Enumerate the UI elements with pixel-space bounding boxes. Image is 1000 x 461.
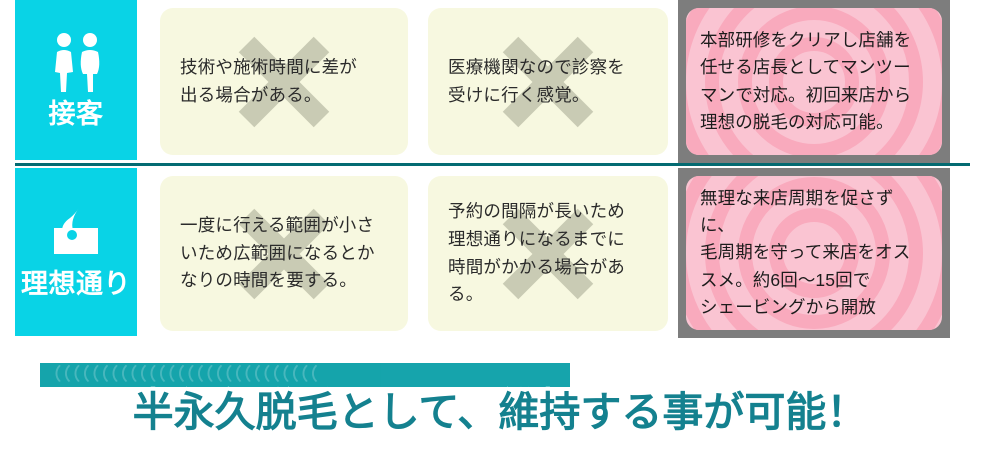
negative-cell: 技術や施術時間に差が 出る場合がある。	[160, 8, 408, 155]
headline: 半永久脱毛として、維持する事が可能！	[130, 387, 870, 437]
positive-cell: 本部研修をクリアし店舗を 任せる店長としてマンツー マンで対応。初回来店から 理…	[686, 8, 942, 155]
ribbon-text: （（（（（（（（（（（（（（（（（（（（（（（（（（（（	[44, 365, 319, 384]
category-cell-customer-service: 接客	[15, 0, 137, 160]
hair-follicle-icon	[46, 206, 106, 264]
ribbon-bar: （（（（（（（（（（（（（（（（（（（（（（（（（（（（	[40, 363, 570, 387]
table-row: 接客 技術や施術時間に差が 出る場合がある。 医療機関なので診察を 受けに行く感…	[0, 0, 1000, 163]
negative-text: 予約の間隔が長いため 理想通りになるまでに 時間がかかる場合がある。	[448, 201, 625, 305]
negative-text: 一度に行える範囲が小さ いため広範囲になるとか なりの時間を要する。	[180, 215, 375, 291]
positive-text: 無理な来店周期を促さずに、 毛周期を守って来店をオス スメ。約6回〜15回で シ…	[700, 187, 911, 317]
category-cell-ideal-result: 理想通り	[15, 168, 137, 336]
negative-cell: 一度に行える範囲が小さ いため広範囲になるとか なりの時間を要する。	[160, 176, 408, 331]
positive-text: 本部研修をクリアし店舗を 任せる店長としてマンツー マンで対応。初回来店から 理…	[700, 29, 912, 132]
row-divider	[15, 163, 970, 166]
category-label: 接客	[48, 98, 104, 129]
positive-cell-frame: 無理な来店周期を促さずに、 毛周期を守って来店をオス スメ。約6回〜15回で シ…	[678, 168, 950, 338]
table-row: 理想通り 一度に行える範囲が小さ いため広範囲になるとか なりの時間を要する。 …	[0, 168, 1000, 340]
negative-text: 医療機関なので診察を 受けに行く感覚。	[448, 56, 625, 105]
negative-cell: 予約の間隔が長いため 理想通りになるまでに 時間がかかる場合がある。	[428, 176, 668, 331]
negative-text: 技術や施術時間に差が 出る場合がある。	[180, 56, 357, 105]
positive-cell-frame: 本部研修をクリアし店舗を 任せる店長としてマンツー マンで対応。初回来店から 理…	[678, 0, 950, 163]
negative-cell: 医療機関なので診察を 受けに行く感覚。	[428, 8, 668, 155]
positive-cell: 無理な来店周期を促さずに、 毛周期を守って来店をオス スメ。約6回〜15回で シ…	[686, 176, 942, 330]
two-people-icon	[47, 32, 105, 94]
category-label: 理想通り	[21, 268, 131, 299]
